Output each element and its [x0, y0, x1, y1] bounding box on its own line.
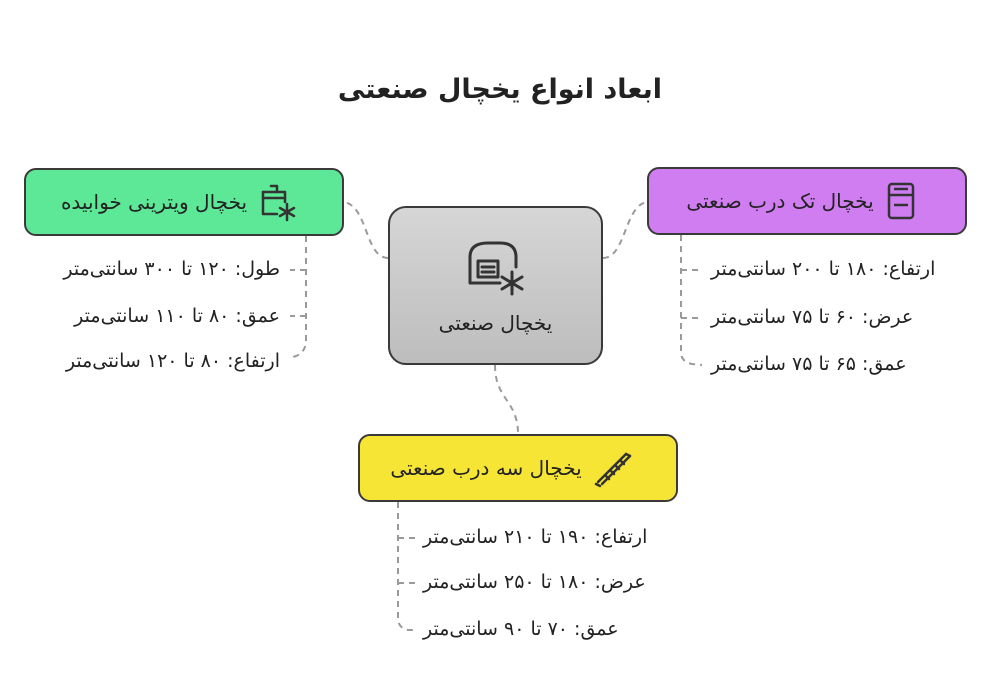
branch-label-right: یخچال تک درب صنعتی	[686, 189, 874, 213]
right-leaf-depth: عمق: ۶۵ تا ۷۵ سانتی‌متر	[711, 353, 907, 375]
industrial-fridge-icon	[464, 237, 528, 297]
thermometer-icon	[592, 448, 636, 488]
bottom-leaf-depth: عمق: ۷۰ تا ۹۰ سانتی‌متر	[423, 618, 619, 640]
branch-label-bottom: یخچال سه درب صنعتی	[390, 456, 582, 480]
bottom-leaf-height: ارتفاع: ۱۹۰ تا ۲۱۰ سانتی‌متر	[423, 526, 648, 548]
branch-node-single-door-fridge[interactable]: یخچال تک درب صنعتی	[647, 167, 967, 235]
left-leaf-depth: عمق: ۸۰ تا ۱۱۰ سانتی‌متر	[74, 305, 280, 327]
connector-bottom-trunk	[397, 502, 416, 631]
chest-freezer-icon	[257, 182, 297, 222]
left-leaf-height: ارتفاع: ۸۰ تا ۱۲۰ سانتی‌متر	[65, 350, 280, 372]
right-leaf-height: ارتفاع: ۱۸۰ تا ۲۰۰ سانتی‌متر	[711, 258, 936, 280]
bottom-leaf-width: عرض: ۱۸۰ تا ۲۵۰ سانتی‌متر	[423, 571, 646, 593]
connector-left-trunk	[289, 236, 307, 359]
connector-center-left	[343, 201, 389, 259]
branch-label-left: یخچال ویترینی خوابیده	[60, 190, 248, 214]
branch-node-three-door-fridge[interactable]: یخچال سه درب صنعتی	[358, 434, 678, 502]
connector-center-right	[602, 201, 648, 259]
central-topic-node[interactable]: یخچال صنعتی	[388, 206, 603, 365]
connector-center-bottom	[494, 364, 519, 435]
connector-right-trunk	[680, 235, 703, 366]
branch-node-chest-display-fridge[interactable]: یخچال ویترینی خوابیده	[24, 168, 344, 236]
right-leaf-width: عرض: ۶۰ تا ۷۵ سانتی‌متر	[711, 306, 914, 328]
left-leaf-length: طول: ۱۲۰ تا ۳۰۰ سانتی‌متر	[63, 258, 280, 280]
central-topic-label: یخچال صنعتی	[438, 310, 553, 335]
single-door-fridge-icon	[884, 181, 918, 221]
diagram-title: ابعاد انواع یخچال صنعتی	[337, 74, 663, 105]
